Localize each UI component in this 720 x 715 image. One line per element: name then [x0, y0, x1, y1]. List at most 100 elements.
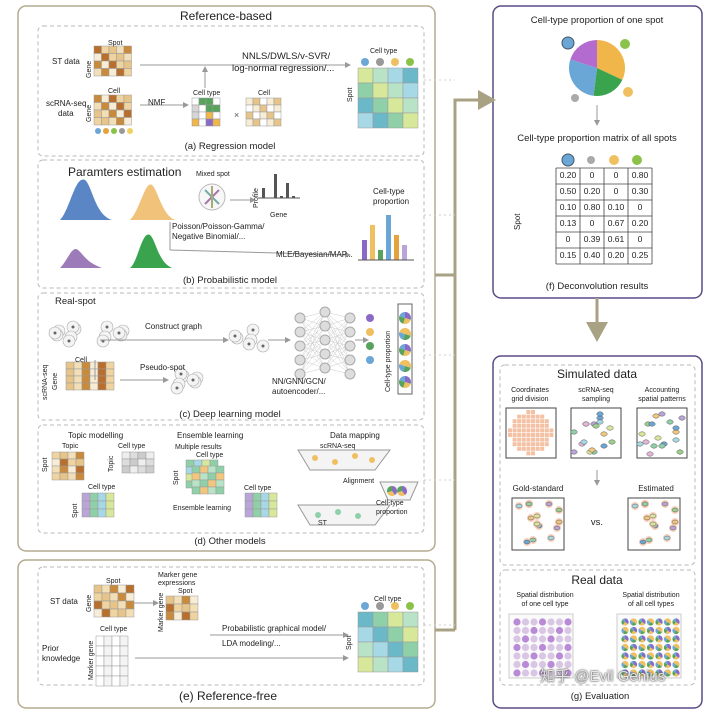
- matrix-cell: [266, 104, 275, 113]
- pie-slice: [403, 334, 411, 340]
- pie-slice: [650, 660, 655, 667]
- output-node: [366, 328, 374, 336]
- spatial-dot: [538, 635, 547, 643]
- grid-cell: [535, 428, 540, 433]
- matrix-cell: [108, 53, 117, 62]
- spatial-dot: [547, 635, 555, 643]
- grid-cell: [531, 433, 535, 437]
- matrix-cell: [266, 118, 275, 127]
- pie-slice: [642, 669, 646, 676]
- pie-slice: [672, 645, 676, 651]
- gene-label-e: Gene: [86, 594, 93, 612]
- matrix-cell: [89, 492, 99, 502]
- pie-slice: [625, 669, 629, 676]
- spatial-dot: [547, 626, 555, 635]
- pie-slice: [648, 639, 654, 643]
- output-node: [366, 314, 374, 322]
- pie-slice: [659, 643, 663, 650]
- matrix-title: Cell-type proportion matrix of all spots: [517, 133, 677, 144]
- multiple-results-label: Multiple results: [175, 444, 222, 451]
- matrix-cell: [191, 111, 200, 120]
- grid-cell: [531, 451, 535, 456]
- pie-slice: [646, 628, 651, 634]
- spot-label-e3: Spot: [346, 635, 353, 650]
- grid-cell: [517, 446, 522, 451]
- output-node: [366, 342, 374, 350]
- matrix-cell: [93, 53, 102, 62]
- pie-slice: [629, 636, 634, 642]
- grid-cell: [544, 428, 549, 433]
- grid-cell: [540, 414, 545, 419]
- pie-slice: [621, 636, 625, 642]
- grid-cell: [531, 442, 535, 447]
- celltype-label-e2: Cell type: [374, 596, 402, 603]
- celltype-icon: [361, 602, 369, 610]
- matrix-cell: [387, 67, 404, 84]
- pie-slice: [663, 619, 668, 625]
- one-type-label-1: Spatial distribution: [516, 592, 574, 599]
- nn-node: [344, 312, 356, 324]
- celltype-icon: [609, 155, 619, 165]
- watermark: 知乎 @Evil Genius: [540, 668, 666, 685]
- pie-slice: [399, 376, 405, 382]
- nn-node: [294, 326, 306, 338]
- pie-slice: [405, 312, 411, 320]
- matrix-cell: [93, 68, 102, 77]
- matrix-cell: [205, 97, 214, 106]
- pie-slice: [625, 643, 629, 650]
- pie-slice: [648, 673, 654, 677]
- prior-knowledge-label-2: knowledge: [42, 654, 81, 663]
- pseudo-spot-label: Pseudo-spot: [140, 363, 185, 372]
- cell-dot: [53, 331, 57, 335]
- matrix-cell: [191, 97, 200, 106]
- simulated-subpanel: [499, 364, 696, 566]
- pie-slice: [673, 626, 676, 631]
- other-caption: (d) Other models: [194, 536, 266, 547]
- grid-cell: [531, 419, 535, 424]
- matrix-cell-value: 0.20: [559, 170, 577, 180]
- pie-slice: [646, 636, 651, 642]
- matrix-cell: [198, 104, 207, 113]
- proportion-bar: [370, 225, 375, 260]
- matrix-cell: [97, 492, 107, 502]
- pie-slice: [647, 643, 651, 648]
- real-spot-cluster: [48, 320, 130, 348]
- profile-label: Profile: [253, 188, 260, 208]
- pie-slice: [622, 626, 625, 631]
- matrix-cell: [93, 608, 103, 618]
- celltype-icon: [571, 94, 579, 102]
- st-data-label: ST data: [52, 57, 80, 66]
- celltype-icon: [376, 58, 384, 66]
- ensemble-label: Ensemble learning: [177, 431, 244, 440]
- pie-slice: [650, 635, 655, 642]
- sampled-cell: [600, 443, 608, 449]
- grid-cell: [531, 446, 535, 451]
- proportion-matrix-grid: [555, 167, 653, 265]
- coord-label-2: grid division: [511, 396, 549, 403]
- pie-slice: [638, 628, 642, 634]
- grid-cell: [535, 423, 540, 428]
- matrix-cell: [173, 595, 183, 605]
- matrix-cell: [199, 486, 209, 495]
- pie-slice: [659, 635, 663, 642]
- grid-cell: [517, 428, 522, 433]
- matrix-cell: [181, 611, 191, 621]
- reference-free-caption: (e) Reference-free: [178, 689, 278, 703]
- sampled-cell: [582, 421, 590, 427]
- pie-slice: [405, 328, 411, 336]
- pie-slice: [399, 316, 405, 324]
- pie-slice: [402, 486, 407, 496]
- pie-slice: [403, 366, 411, 372]
- accounting-label-2: spatial patterns: [638, 396, 686, 403]
- matrix-cell: [357, 641, 374, 658]
- pie-slice: [663, 653, 668, 659]
- spatial-dot: [547, 618, 555, 626]
- spatial-dot: [521, 652, 530, 660]
- regression-output-matrix: [357, 58, 419, 129]
- matrix-cell: [387, 626, 404, 643]
- topic-label-2: Topic: [108, 455, 115, 472]
- matrix-cell: [402, 112, 419, 129]
- pie-slice: [659, 626, 663, 633]
- pie-slice: [622, 643, 625, 648]
- celltype-icon: [361, 58, 369, 66]
